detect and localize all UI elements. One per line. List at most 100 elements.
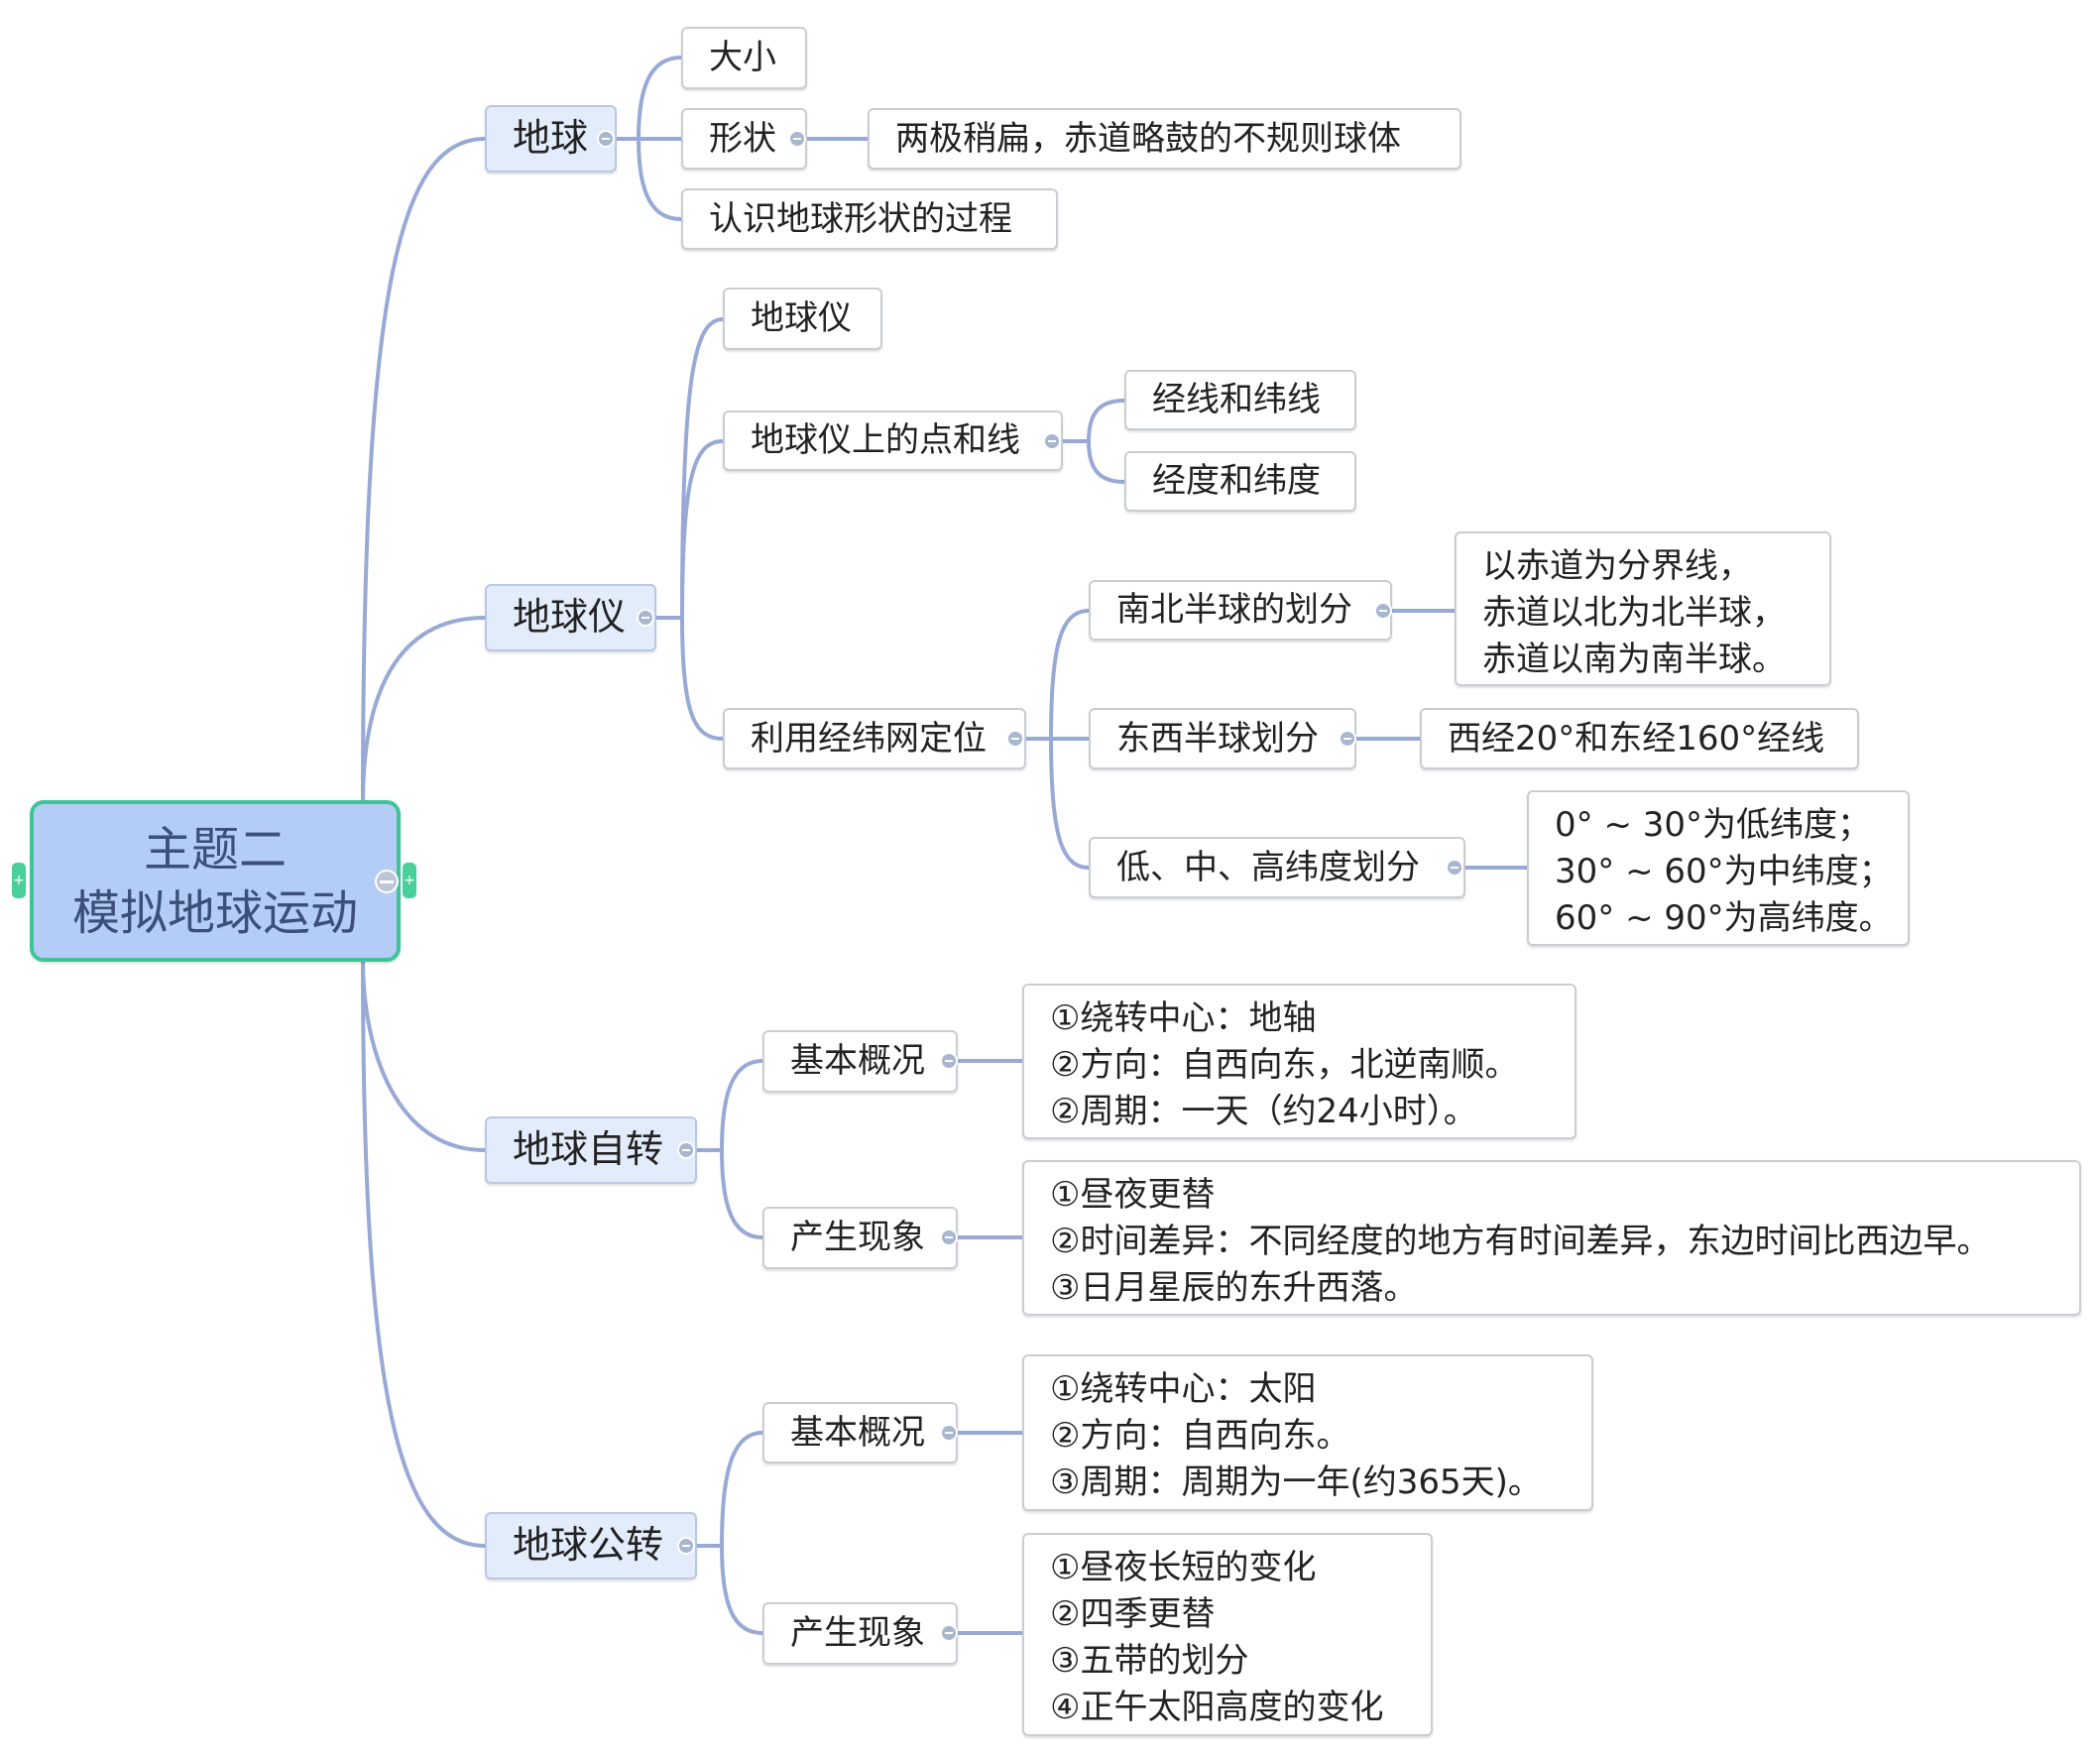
detail-line: 赤道以北为北半球， xyxy=(1482,593,1786,633)
collapse-button-rotation[interactable] xyxy=(677,1141,695,1159)
topic-rotation-phenomena-detail[interactable]: ①昼夜更替 ②时间差异：不同经度的地方有时间差异，东边时间比西边早。 ③日月星辰… xyxy=(1022,1160,2081,1316)
detail-line: ③五带的划分 xyxy=(1050,1641,1249,1681)
topic-globe-globe[interactable]: 地球仪 xyxy=(723,288,882,350)
link-root-earth xyxy=(361,137,486,804)
collapse-button-revolution-phenomena[interactable] xyxy=(940,1624,958,1642)
topic-label: 地球仪上的点和线 xyxy=(751,420,1020,461)
topic-label: 地球仪 xyxy=(751,298,852,339)
topic-label: 经度和纬度 xyxy=(1152,461,1321,502)
root-topic[interactable]: 主题二 模拟地球运动 xyxy=(30,800,401,962)
detail-line: 赤道以南为南半球。 xyxy=(1482,640,1786,679)
topic-grid-positioning[interactable]: 利用经纬网定位 xyxy=(723,708,1026,769)
link-grid-ns xyxy=(1026,609,1090,741)
detail-line: ②方向：自西向东，北逆南顺。 xyxy=(1050,1045,1519,1085)
topic-label: 西经20°和东经160°经线 xyxy=(1448,718,1825,759)
collapse-button-ns[interactable] xyxy=(1374,602,1392,620)
topic-ns-division[interactable]: 南北半球的划分 xyxy=(1089,580,1392,641)
topic-label: 经线和纬线 xyxy=(1152,380,1321,420)
topic-revolution-label: 地球公转 xyxy=(513,1523,664,1568)
collapse-button-globe[interactable] xyxy=(637,609,654,627)
link-rotation-phenomena xyxy=(720,1149,763,1239)
topic-label: 两极稍扁，赤道略鼓的不规则球体 xyxy=(895,118,1401,159)
topic-shape-detail[interactable]: 两极稍扁，赤道略鼓的不规则球体 xyxy=(868,108,1461,170)
detail-line: ③周期：周期为一年(约365天)。 xyxy=(1050,1462,1542,1502)
topic-label: 南北半球的划分 xyxy=(1116,590,1352,631)
collapse-button-revolution[interactable] xyxy=(677,1537,695,1555)
detail-line: 0° ~ 30°为低纬度； xyxy=(1555,805,1871,845)
detail-line: 60° ~ 90°为高纬度。 xyxy=(1555,898,1893,938)
detail-line: ②周期：一天（约24小时）。 xyxy=(1050,1092,1477,1131)
topic-lat-division[interactable]: 低、中、高纬度划分 xyxy=(1089,837,1465,898)
topic-label: 大小 xyxy=(709,38,776,78)
topic-rotation-phenomena[interactable]: 产生现象 xyxy=(762,1207,958,1269)
detail-line: 30° ~ 60°为中纬度； xyxy=(1555,852,1893,891)
topic-earth-shape[interactable]: 形状 xyxy=(681,108,807,170)
topic-ew-detail[interactable]: 西经20°和东经160°经线 xyxy=(1420,708,1859,769)
topic-lat-detail-lines: 0° ~ 30°为低纬度； 30° ~ 60°为中纬度； 60° ~ 90°为高… xyxy=(1529,792,1893,942)
topic-rotation[interactable]: 地球自转 xyxy=(485,1116,697,1184)
topic-points-lines[interactable]: 地球仪上的点和线 xyxy=(723,410,1063,471)
topic-label: 低、中、高纬度划分 xyxy=(1116,847,1420,887)
root-left-expand-handle[interactable]: + xyxy=(12,863,26,898)
topic-earth-size[interactable]: 大小 xyxy=(681,27,807,89)
topic-rotation-phenomena-lines: ①昼夜更替 ②时间差异：不同经度的地方有时间差异，东边时间比西边早。 ③日月星辰… xyxy=(1024,1162,1990,1312)
topic-rotation-basics-detail[interactable]: ①绕转中心：地轴 ②方向：自西向东，北逆南顺。 ②周期：一天（约24小时）。 xyxy=(1022,984,1576,1139)
link-root-revolution xyxy=(361,959,486,1548)
topic-lat-detail[interactable]: 0° ~ 30°为低纬度； 30° ~ 60°为中纬度； 60° ~ 90°为高… xyxy=(1527,790,1910,946)
collapse-button-ew[interactable] xyxy=(1339,730,1356,748)
collapse-button-shape[interactable] xyxy=(788,130,806,148)
link-globe-grid xyxy=(680,617,724,741)
link-revolution-phenomena xyxy=(720,1545,763,1635)
link-earth-size xyxy=(617,56,682,141)
collapse-button-points-lines[interactable] xyxy=(1043,432,1061,450)
link-globe-points xyxy=(680,439,724,619)
link-points-meridian xyxy=(1063,399,1125,443)
collapse-button-earth[interactable] xyxy=(597,130,615,148)
detail-line: 以赤道为分界线， xyxy=(1482,546,1752,586)
topic-ns-detail-lines: 以赤道为分界线， 赤道以北为北半球， 赤道以南为南半球。 xyxy=(1457,533,1786,683)
topic-label: 产生现象 xyxy=(790,1613,925,1654)
topic-longitude-latitude[interactable]: 经度和纬度 xyxy=(1124,451,1356,512)
topic-earth-label: 地球 xyxy=(513,116,589,161)
topic-revolution-phenomena-lines: ①昼夜长短的变化 ②四季更替 ③五带的划分 ④正午太阳高度的变化 xyxy=(1024,1535,1383,1731)
topic-revolution[interactable]: 地球公转 xyxy=(485,1512,697,1580)
root-collapse-button[interactable] xyxy=(375,870,399,893)
topic-ns-detail[interactable]: 以赤道为分界线， 赤道以北为北半球， 赤道以南为南半球。 xyxy=(1455,531,1831,686)
topic-globe-label: 地球仪 xyxy=(513,595,627,640)
topic-globe[interactable]: 地球仪 xyxy=(485,584,656,651)
link-grid-lat xyxy=(1049,738,1090,870)
detail-line: ①绕转中心：地轴 xyxy=(1050,998,1317,1038)
topic-earth-process[interactable]: 认识地球形状的过程 xyxy=(681,188,1058,250)
collapse-button-rotation-basics[interactable] xyxy=(940,1052,958,1070)
detail-line: ①昼夜更替 xyxy=(1050,1175,1216,1215)
topic-label: 形状 xyxy=(709,118,776,159)
topic-ew-division[interactable]: 东西半球划分 xyxy=(1089,708,1356,769)
root-right-expand-handle[interactable]: + xyxy=(403,863,416,898)
topic-label: 基本概况 xyxy=(790,1041,925,1082)
topic-label: 利用经纬网定位 xyxy=(751,718,987,759)
topic-rotation-basics[interactable]: 基本概况 xyxy=(762,1030,958,1093)
detail-line: ②四季更替 xyxy=(1050,1594,1216,1634)
topic-label: 基本概况 xyxy=(790,1412,925,1453)
collapse-button-rotation-phenomena[interactable] xyxy=(940,1228,958,1246)
link-revolution-basics xyxy=(697,1431,763,1548)
link-globe-globe xyxy=(656,317,724,620)
collapse-button-lat[interactable] xyxy=(1446,859,1463,877)
link-earth-process xyxy=(637,138,682,221)
topic-earth[interactable]: 地球 xyxy=(485,105,617,173)
topic-rotation-label: 地球自转 xyxy=(513,1127,664,1172)
collapse-button-revolution-basics[interactable] xyxy=(940,1424,958,1442)
collapse-button-grid[interactable] xyxy=(1006,730,1024,748)
topic-revolution-basics[interactable]: 基本概况 xyxy=(762,1402,958,1463)
topic-revolution-phenomena-detail[interactable]: ①昼夜长短的变化 ②四季更替 ③五带的划分 ④正午太阳高度的变化 xyxy=(1022,1533,1433,1736)
detail-line: ④正午太阳高度的变化 xyxy=(1050,1688,1384,1727)
root-title-line2: 模拟地球运动 xyxy=(71,884,358,941)
topic-meridian-parallel[interactable]: 经线和纬线 xyxy=(1124,370,1356,430)
topic-revolution-phenomena[interactable]: 产生现象 xyxy=(762,1602,958,1665)
detail-line: ②时间差异：不同经度的地方有时间差异，东边时间比西边早。 xyxy=(1050,1222,1991,1261)
detail-line: ③日月星辰的东升西落。 xyxy=(1050,1268,1418,1308)
topic-label: 产生现象 xyxy=(790,1218,925,1258)
topic-revolution-basics-detail[interactable]: ①绕转中心：太阳 ②方向：自西向东。 ③周期：周期为一年(约365天)。 xyxy=(1022,1354,1593,1511)
detail-line: ①昼夜长短的变化 xyxy=(1050,1548,1317,1587)
